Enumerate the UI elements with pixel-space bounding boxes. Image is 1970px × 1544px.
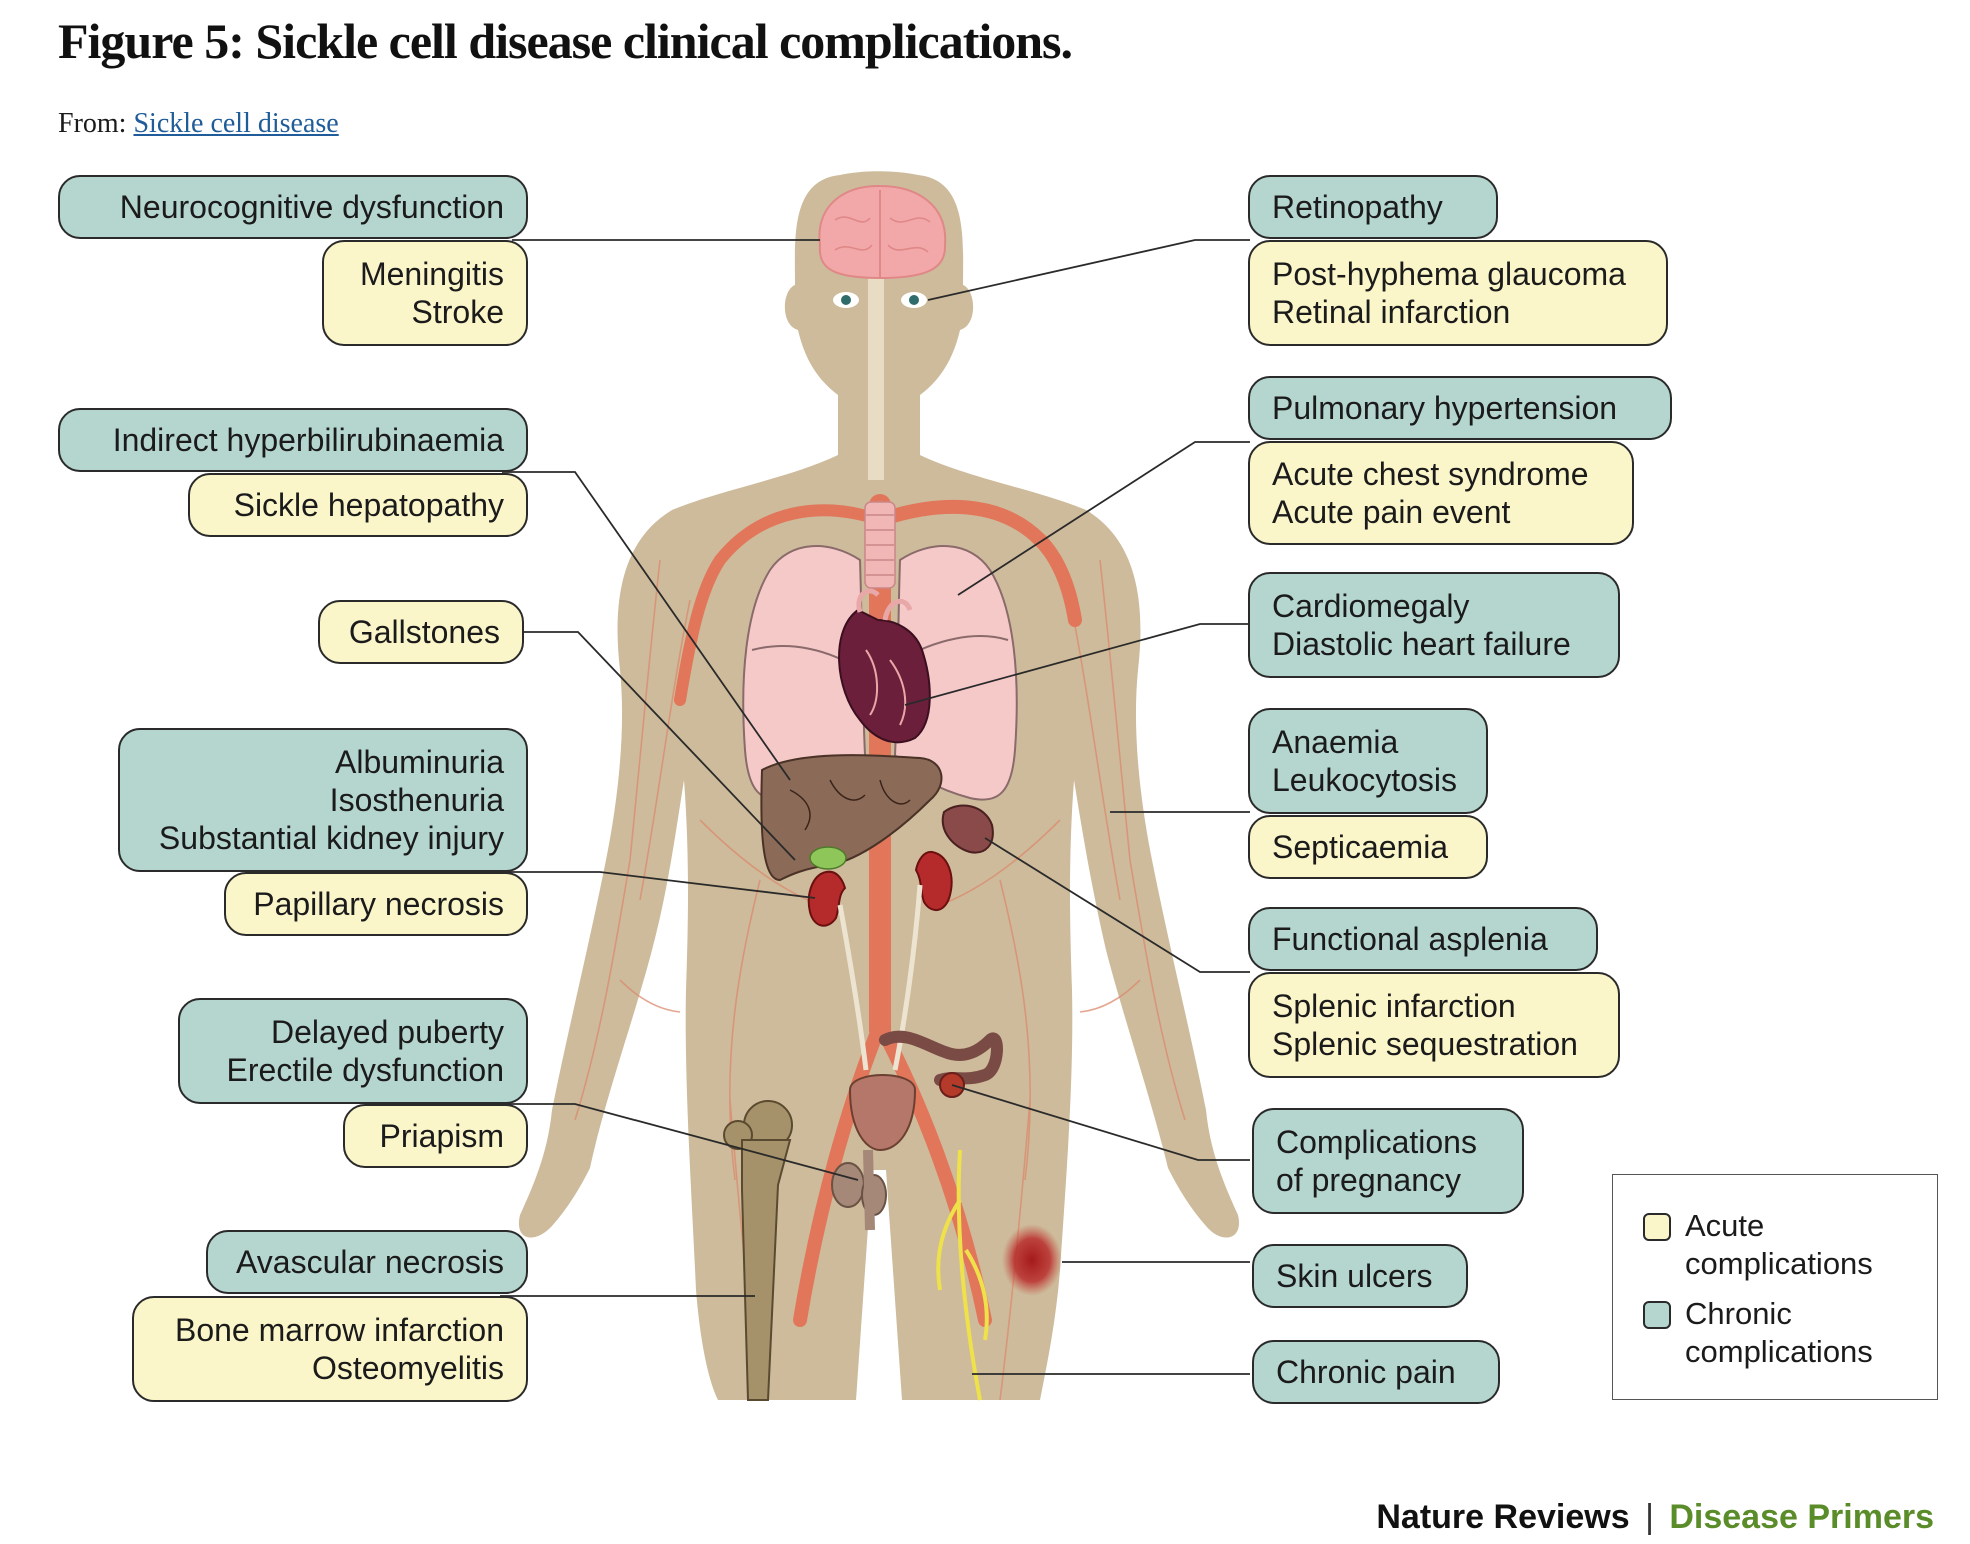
- series-name: Disease Primers: [1669, 1498, 1934, 1536]
- label-meningitis-stroke: Meningitis Stroke: [322, 240, 528, 346]
- label-complications-of-pregnancy: Complications of pregnancy: [1252, 1108, 1524, 1214]
- label-sickle-hepatopathy: Sickle hepatopathy: [188, 473, 528, 537]
- label-delayed-puberty: Delayed puberty Erectile dysfunction: [178, 998, 528, 1104]
- credit-separator: |: [1645, 1498, 1654, 1536]
- label-pulmonary-hypertension: Pulmonary hypertension: [1248, 376, 1672, 440]
- figure-title: Figure 5: Sickle cell disease clinical c…: [58, 13, 1073, 69]
- bladder: [848, 1074, 917, 1152]
- label-bone-marrow-infarction: Bone marrow infarction Osteomyelitis: [132, 1296, 528, 1402]
- kidneys: [807, 850, 953, 927]
- spleen: [941, 804, 994, 854]
- brain: [818, 184, 947, 280]
- label-functional-asplenia: Functional asplenia: [1248, 907, 1598, 971]
- label-gallstones: Gallstones: [318, 600, 524, 664]
- ureters: [837, 884, 923, 1071]
- legend-item-acute: Acute complications: [1643, 1207, 1915, 1283]
- label-chronic-pain: Chronic pain: [1252, 1340, 1500, 1404]
- gallbladder: [809, 846, 847, 870]
- label-retinopathy: Retinopathy: [1248, 175, 1498, 239]
- legend: Acute complications Chronic complication…: [1612, 1174, 1938, 1400]
- leg-gap: [856, 1170, 902, 1400]
- journal-name: Nature Reviews: [1376, 1498, 1630, 1536]
- label-indirect-hyperbilirubinaemia: Indirect hyperbilirubinaemia: [58, 408, 528, 472]
- from-label: From:: [58, 108, 127, 139]
- label-skin-ulcers: Skin ulcers: [1252, 1244, 1468, 1308]
- label-post-hyphema-glaucoma: Post-hyphema glaucoma Retinal infarction: [1248, 240, 1668, 346]
- nerve: [936, 1149, 989, 1401]
- liver: [760, 754, 943, 882]
- label-priapism: Priapism: [343, 1104, 528, 1168]
- label-neurocognitive-dysfunction: Neurocognitive dysfunction: [58, 175, 528, 239]
- from-line: From: Sickle cell disease: [58, 108, 339, 140]
- genitals: [831, 1149, 887, 1231]
- label-splenic-infarction: Splenic infarction Splenic sequestration: [1248, 972, 1620, 1078]
- legend-swatch-acute: [1643, 1213, 1671, 1241]
- label-cardiomegaly: Cardiomegaly Diastolic heart failure: [1248, 572, 1620, 678]
- leader-lines: [500, 239, 1250, 1375]
- label-kidney-complications: Albuminuria Isosthenuria Substantial kid…: [118, 728, 528, 872]
- label-septicaemia: Septicaemia: [1248, 815, 1488, 879]
- femur: [723, 1100, 793, 1401]
- label-acute-chest-syndrome: Acute chest syndrome Acute pain event: [1248, 441, 1634, 545]
- label-anaemia-leukocytosis: Anaemia Leukocytosis: [1248, 708, 1488, 814]
- label-papillary-necrosis: Papillary necrosis: [224, 872, 528, 936]
- trachea: [864, 501, 896, 589]
- legend-swatch-chronic: [1643, 1301, 1671, 1329]
- publisher-credit: Nature Reviews | Disease Primers: [1376, 1498, 1934, 1537]
- eyes: [833, 292, 927, 308]
- legend-item-chronic: Chronic complications: [1643, 1295, 1915, 1371]
- label-avascular-necrosis: Avascular necrosis: [206, 1230, 528, 1294]
- heart: [838, 588, 931, 744]
- skin-ulcer: [1002, 1224, 1062, 1296]
- source-article-link[interactable]: Sickle cell disease: [133, 108, 339, 139]
